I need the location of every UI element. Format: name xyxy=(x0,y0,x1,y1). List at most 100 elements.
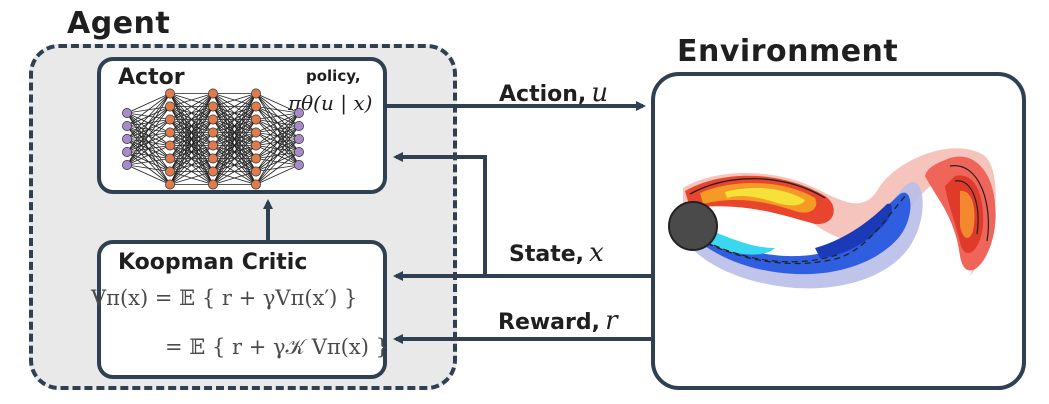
critic-title: Koopman Critic xyxy=(118,250,308,275)
nn-edge xyxy=(255,112,300,120)
neural-network-diagram xyxy=(122,88,304,190)
critic-equation-line2: = 𝔼 { r + γ𝒦 Vπ(x) } xyxy=(165,335,389,359)
nn-output-node xyxy=(294,160,304,170)
nn-hidden-node xyxy=(251,114,261,125)
nn-edge xyxy=(212,132,257,185)
nn-edge xyxy=(212,158,257,185)
state-symbol: x xyxy=(589,238,604,268)
nn-edge xyxy=(255,138,300,185)
nn-edge xyxy=(169,93,214,185)
nn-edge xyxy=(126,93,171,127)
nn-output-node xyxy=(294,108,304,118)
nn-input-node xyxy=(122,121,132,131)
nn-hidden-node xyxy=(165,88,175,99)
nn-hidden-node xyxy=(165,127,175,138)
reward-signal-label: Reward, r xyxy=(498,306,618,336)
action-symbol: u xyxy=(591,78,609,108)
nn-edge xyxy=(169,93,214,159)
nn-edge xyxy=(212,106,257,185)
nn-input-node xyxy=(122,147,132,157)
nn-edge xyxy=(212,93,257,120)
actor-title: Actor xyxy=(118,65,185,90)
vortex-flow-image xyxy=(668,148,996,289)
nn-edge xyxy=(126,93,171,166)
nn-input-node xyxy=(122,160,132,170)
cylinder-shape xyxy=(668,201,718,251)
action-signal-label: Action, u xyxy=(499,78,608,108)
nn-hidden-node xyxy=(208,179,218,190)
nn-hidden-node xyxy=(165,153,175,164)
nn-output-node xyxy=(294,147,304,157)
nn-edge xyxy=(255,112,300,133)
nn-edge xyxy=(126,93,171,140)
nn-edge xyxy=(169,145,214,185)
actor-box: Actor policy, πθ(u | x) xyxy=(97,57,387,194)
nn-hidden-node xyxy=(251,140,261,151)
nn-hidden-node xyxy=(251,166,261,177)
nn-edge xyxy=(169,119,214,185)
nn-edge xyxy=(255,112,300,172)
nn-hidden-node xyxy=(251,127,261,138)
nn-edge xyxy=(255,112,300,159)
nn-edge xyxy=(255,112,300,185)
reward-symbol: r xyxy=(605,306,618,336)
nn-edge xyxy=(255,106,300,114)
nn-hidden-node xyxy=(251,179,261,190)
nn-edge xyxy=(126,93,171,114)
critic-box: Koopman Critic Vπ(x) = 𝔼 { r + γVπ(x′) }… xyxy=(91,240,389,379)
nn-edge xyxy=(212,171,257,185)
nn-edge xyxy=(169,106,214,185)
state-to-actor-arrow xyxy=(393,152,651,278)
nn-edge xyxy=(169,93,214,133)
nn-edge xyxy=(126,164,171,185)
nn-edge xyxy=(169,158,214,185)
nn-edge xyxy=(126,93,171,153)
agent-title: Agent xyxy=(67,6,171,41)
nn-edge xyxy=(212,93,257,159)
nn-edge xyxy=(169,132,214,185)
action-label-text: Action, xyxy=(499,82,587,107)
nn-edge xyxy=(169,171,214,185)
nn-edge xyxy=(212,93,257,133)
nn-output-node xyxy=(294,134,304,144)
environment-title: Environment xyxy=(677,34,899,69)
nn-edge xyxy=(212,93,257,185)
nn-edge xyxy=(255,112,300,146)
nn-edge xyxy=(255,164,300,185)
nn-edge xyxy=(212,145,257,185)
nn-hidden-node xyxy=(208,166,218,177)
nn-hidden-node xyxy=(251,153,261,164)
reward-label-text: Reward, xyxy=(498,310,600,335)
nn-edge xyxy=(212,119,257,185)
nn-edge xyxy=(255,93,300,114)
nn-edge xyxy=(126,119,171,166)
nn-edge xyxy=(212,93,257,107)
nn-edge xyxy=(126,158,171,166)
nn-edge xyxy=(126,106,171,166)
nn-hidden-node xyxy=(165,114,175,125)
nn-hidden-node xyxy=(251,88,261,99)
nn-edge xyxy=(169,93,214,107)
nn-hidden-node xyxy=(165,140,175,151)
nn-edge xyxy=(212,93,257,172)
nn-edge xyxy=(212,93,257,146)
nn-hidden-node xyxy=(208,114,218,125)
nn-edge xyxy=(169,93,214,120)
nn-hidden-node xyxy=(208,88,218,99)
nn-edge xyxy=(169,93,214,146)
nn-hidden-node xyxy=(251,101,261,112)
environment-box xyxy=(651,72,1026,390)
nn-hidden-node xyxy=(208,140,218,151)
nn-hidden-node xyxy=(165,179,175,190)
nn-hidden-node xyxy=(208,101,218,112)
nn-edge xyxy=(126,145,171,166)
nn-edge xyxy=(126,132,171,166)
nn-hidden-node xyxy=(165,166,175,177)
policy-label: policy, xyxy=(306,67,361,85)
nn-hidden-node xyxy=(208,153,218,164)
state-label-text: State, xyxy=(509,242,585,267)
nn-hidden-node xyxy=(165,101,175,112)
critic-equation-line1: Vπ(x) = 𝔼 { r + γVπ(x′) } xyxy=(91,286,358,310)
nn-hidden-node xyxy=(208,127,218,138)
